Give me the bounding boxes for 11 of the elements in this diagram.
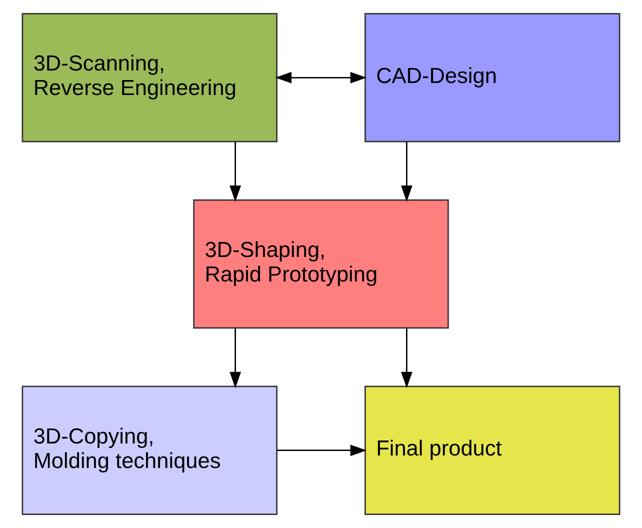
arrow — [400, 328, 412, 388]
node-box: 3D-Scanning, Reverse Engineering — [22, 13, 278, 142]
arrow — [400, 142, 412, 202]
node-box: Final product — [364, 386, 620, 515]
arrow — [275, 72, 367, 84]
node-box: 3D-Copying, Molding techniques — [22, 386, 278, 515]
node-box: CAD-Design — [364, 13, 620, 142]
arrow — [230, 328, 242, 388]
node-box: 3D-Shaping, Rapid Prototyping — [193, 199, 449, 329]
arrow — [277, 444, 367, 456]
arrow — [230, 142, 242, 202]
